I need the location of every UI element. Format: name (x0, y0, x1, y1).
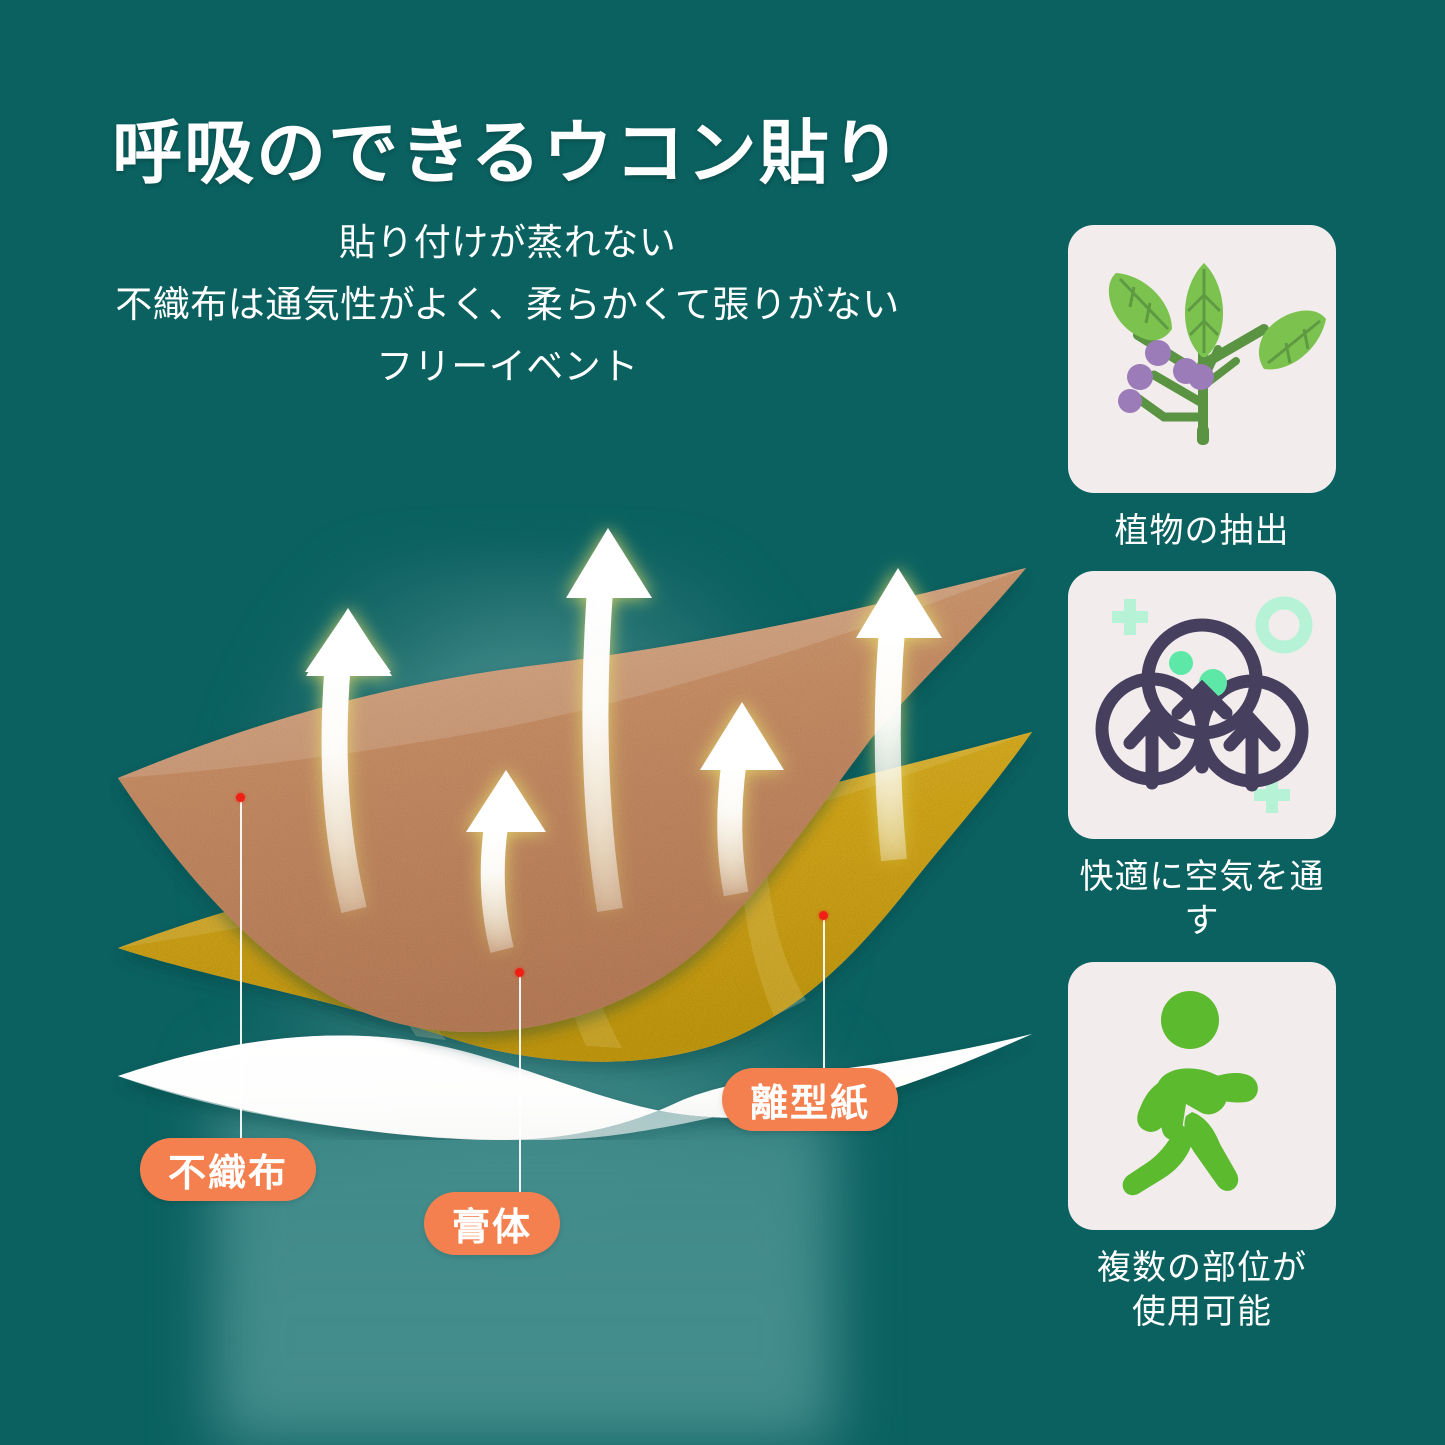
pill-release: 離型紙 (722, 1068, 899, 1131)
feature-label-plant-extract: 植物の抽出 (1114, 512, 1290, 550)
pill-paste: 膏体 (424, 1192, 561, 1255)
airflow-arrow-5 (856, 568, 942, 862)
callout-dot-nonwoven (236, 793, 245, 802)
subtitle-line-3: フリーイベント (376, 346, 639, 388)
airflow-arrow-1 (305, 608, 392, 914)
pill-nonwoven: 不織布 (140, 1138, 317, 1201)
layered-patch-illustration (110, 440, 1040, 1140)
subtitle-line-1: 貼り付けが蒸れない (338, 221, 677, 263)
airflow-arrow-3 (566, 528, 652, 913)
feature-label-breathable: 快適に空気を通す (1079, 858, 1325, 941)
callout-dot-release (819, 911, 828, 920)
page-title: 呼吸のできるウコン貼り (112, 114, 903, 192)
feature-card-multi-area (1068, 961, 1336, 1230)
breathable-cotton-airflow-icon (1095, 596, 1313, 814)
plant-sprig-icon (1108, 263, 1326, 445)
feature-label-multi-area-line1: 複数の部位が (1097, 1248, 1307, 1287)
feature-card-plant-extract (1068, 225, 1336, 493)
feature-rail: 植物の抽出 (1068, 225, 1336, 1352)
feature-item-plant-extract: 植物の抽出 (1068, 225, 1336, 553)
airflow-arrows (305, 528, 942, 953)
walking-person-icon (1122, 990, 1258, 1195)
airflow-arrow-4 (700, 702, 784, 897)
feature-label-multi-area-line2: 使用可能 (1132, 1292, 1272, 1331)
feature-card-breathable (1068, 571, 1336, 840)
sparkle-decor (1112, 596, 1313, 814)
airflow-arrow-2 (466, 770, 546, 953)
headline-block: 呼吸のできるウコン貼り 貼り付けが蒸れない 不織布は通気性がよく、柔らかくて張り… (0, 112, 1015, 395)
feature-item-breathable: 快適に空気を通す (1068, 571, 1336, 943)
subtitle-line-2: 不織布は通気性がよく、柔らかくて張りがない (115, 283, 900, 325)
layer-release-paper (118, 1034, 1032, 1140)
callout-dot-paste (515, 968, 524, 977)
feature-label-multi-area: 複数の部位が使用可能 (1068, 1246, 1336, 1334)
feature-item-multi-area: 複数の部位が使用可能 (1068, 961, 1336, 1334)
